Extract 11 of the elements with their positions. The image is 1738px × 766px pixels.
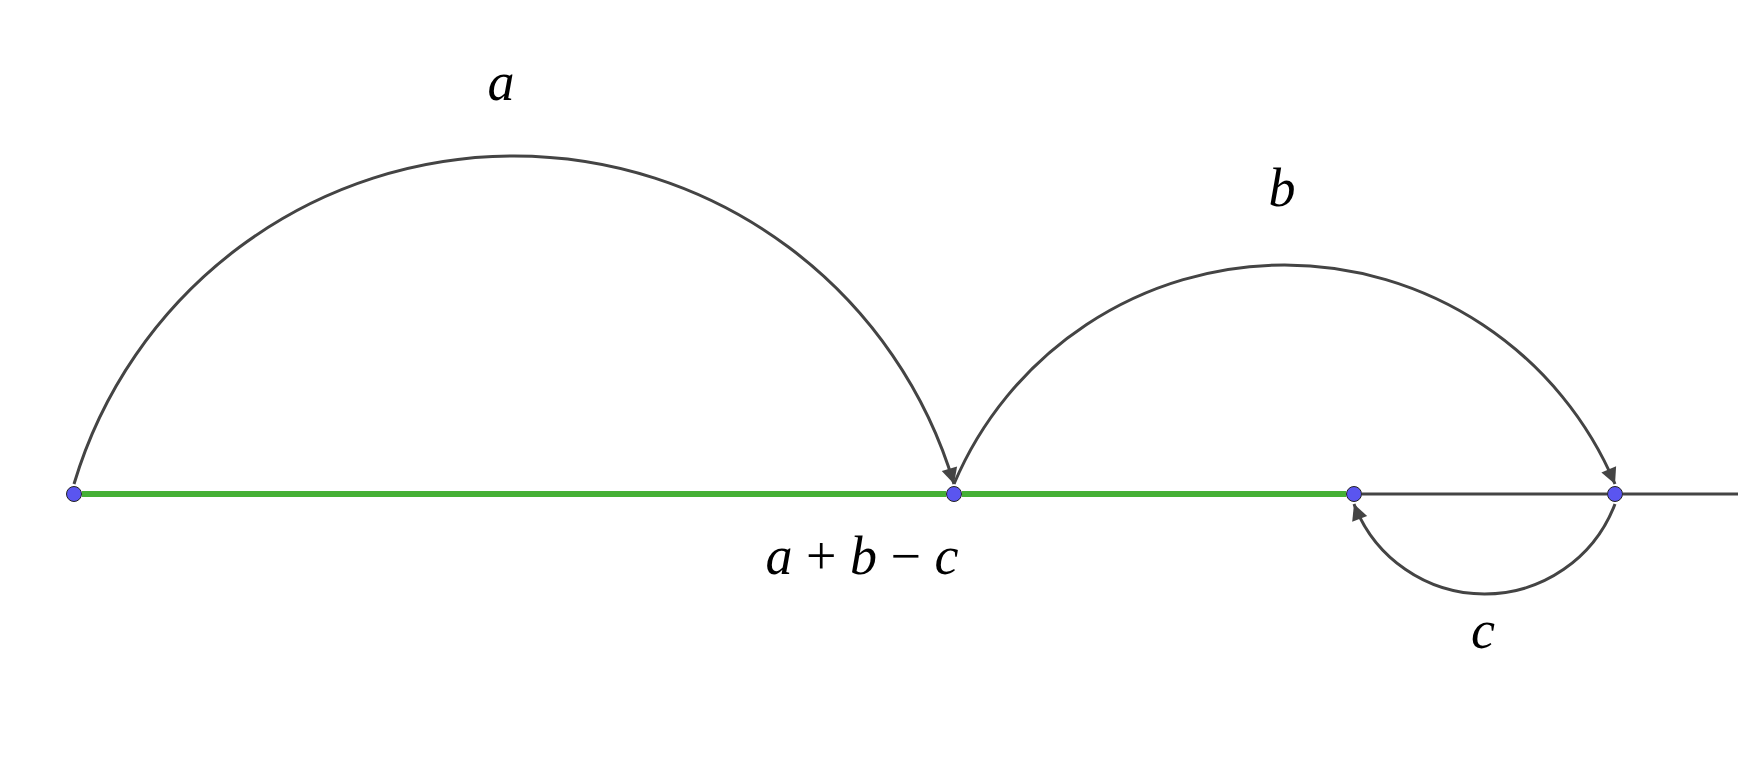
point-marker	[1607, 486, 1623, 502]
point-marker	[1346, 486, 1362, 502]
line-segment	[962, 491, 1346, 497]
arc-arrow	[72, 154, 956, 485]
point-marker	[66, 486, 82, 502]
arc-arrow	[1352, 503, 1617, 596]
arc-arrow	[952, 264, 1617, 485]
line-segment	[1623, 492, 1738, 496]
line-segment	[82, 491, 946, 497]
line-segment	[1362, 492, 1607, 496]
point-marker	[946, 486, 962, 502]
